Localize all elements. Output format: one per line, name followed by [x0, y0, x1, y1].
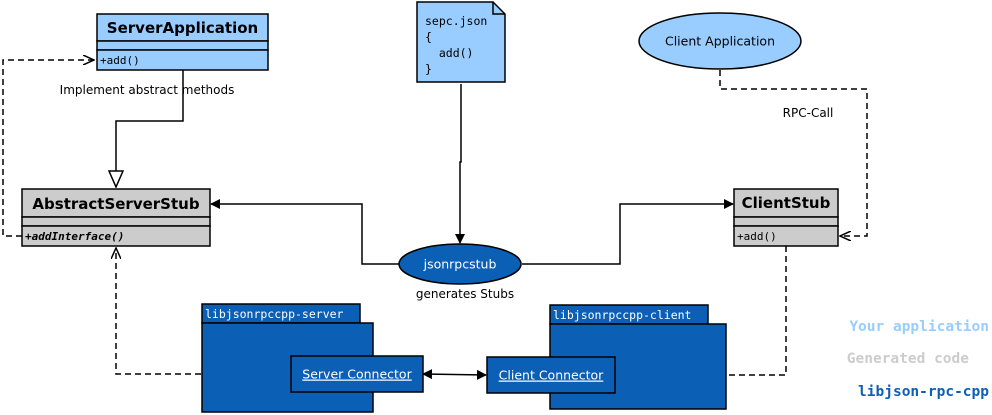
spec-json-line-2: {	[425, 30, 432, 44]
server-connector-to-stub-dashed	[116, 248, 291, 375]
jsonrpcstub-title: jsonrpcstub	[423, 257, 497, 272]
connector-bidirectional-link	[422, 369, 487, 380]
client-connector-label: Client Connector	[499, 368, 604, 383]
server-package-tab-label: libjsonrpccpp-server	[205, 307, 344, 321]
server-application-class: ServerApplication +add()	[96, 13, 269, 71]
abstract-server-stub-title: AbstractServerStub	[32, 195, 199, 213]
client-stub-class: ClientStub +add()	[733, 188, 839, 247]
client-stub-title: ClientStub	[742, 194, 831, 212]
legend-generated-code: Generated code	[847, 351, 969, 367]
inheritance-connector	[116, 70, 184, 187]
client-application-title: Client Application	[665, 34, 775, 49]
spec-to-generator-connector	[455, 84, 465, 244]
client-application-node: Client Application	[638, 12, 802, 70]
generates-server-stub-connector	[210, 199, 399, 265]
client-package-tab-label: libjsonrpccpp-client	[553, 308, 691, 322]
server-connector-label: Server Connector	[302, 367, 412, 382]
implement-dashed-connector	[2, 60, 94, 237]
implement-abstract-methods-label: Implement abstract methods	[60, 83, 235, 97]
server-connector-component: Server Connector	[290, 355, 424, 393]
client-stub-method: +add()	[737, 230, 777, 243]
generates-stubs-label: generates Stubs	[416, 287, 514, 301]
spec-json-line-4: }	[425, 62, 432, 76]
client-connector-component: Client Connector	[486, 356, 616, 394]
abstract-server-stub-method: +addInterface()	[25, 230, 124, 243]
legend: Your application Generated code libjson-…	[847, 319, 989, 400]
rpc-call-dashed-connector	[719, 70, 868, 236]
spec-json-line-1: sepc.json	[425, 14, 487, 28]
abstract-server-stub-class: AbstractServerStub +addInterface()	[21, 188, 211, 247]
generates-client-stub-connector	[522, 199, 734, 265]
spec-json-line-3: add()	[425, 46, 473, 60]
legend-your-application: Your application	[849, 319, 989, 335]
spec-json-file: sepc.json { add() }	[416, 1, 506, 83]
rpc-call-label: RPC-Call	[783, 106, 834, 120]
server-application-title: ServerApplication	[107, 19, 258, 37]
server-application-method: +add()	[100, 54, 140, 67]
jsonrpcstub-generator: jsonrpcstub	[398, 243, 522, 285]
legend-library: libjson-rpc-cpp	[858, 384, 989, 400]
